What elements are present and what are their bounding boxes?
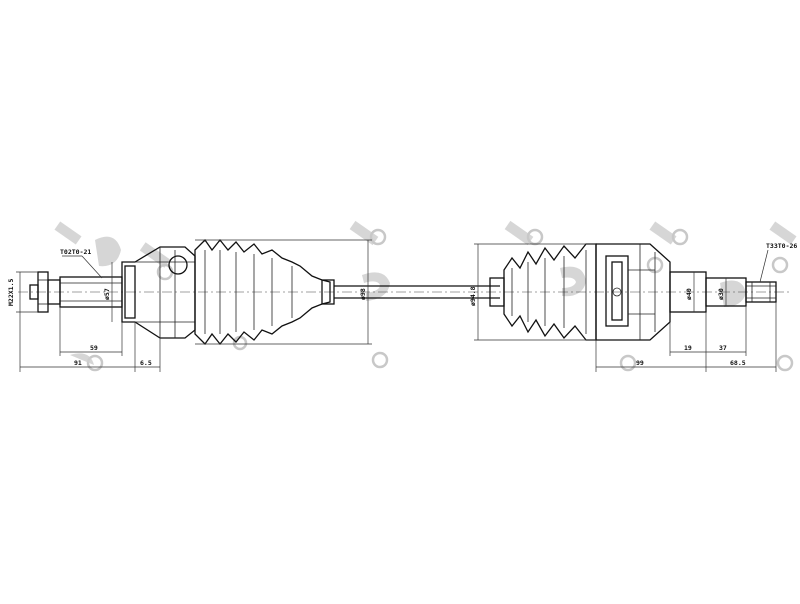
diameter-label-40: ø40 [685,288,693,300]
thread-spec-right: T33T0-26 [766,242,797,250]
thread-spec-left: M22X1.5 [7,279,15,306]
diameter-label-94-8: ø94.8 [469,286,477,306]
dimension-lines [16,239,777,372]
diameter-label-30: ø30 [717,288,725,300]
length-label-99: 99 [636,359,644,367]
watermark-mark [54,221,121,372]
diameter-label-98: ø98 [359,288,367,300]
length-label-59: 59 [90,344,98,352]
watermark-mark [349,220,390,369]
main-shaft [334,285,500,299]
length-label-19: 19 [684,344,692,352]
dimension-labels: M22X1.5 T02T0-21 T33T0-26 ø57 ø98 ø94.8 … [7,242,797,367]
watermark-mark [646,221,746,307]
watermark-mark [769,221,797,274]
length-label-91: 91 [74,359,82,367]
watermark-mark [139,242,174,281]
spline-spec-left: T02T0-21 [60,248,91,256]
length-label-68-5: 68.5 [730,359,746,367]
left-boot [194,238,335,346]
length-label-6-5: 6.5 [140,359,152,367]
watermark-mark [70,335,794,372]
length-label-37: 37 [719,344,727,352]
diameter-label-57: ø57 [103,288,111,300]
watermark [54,220,797,372]
